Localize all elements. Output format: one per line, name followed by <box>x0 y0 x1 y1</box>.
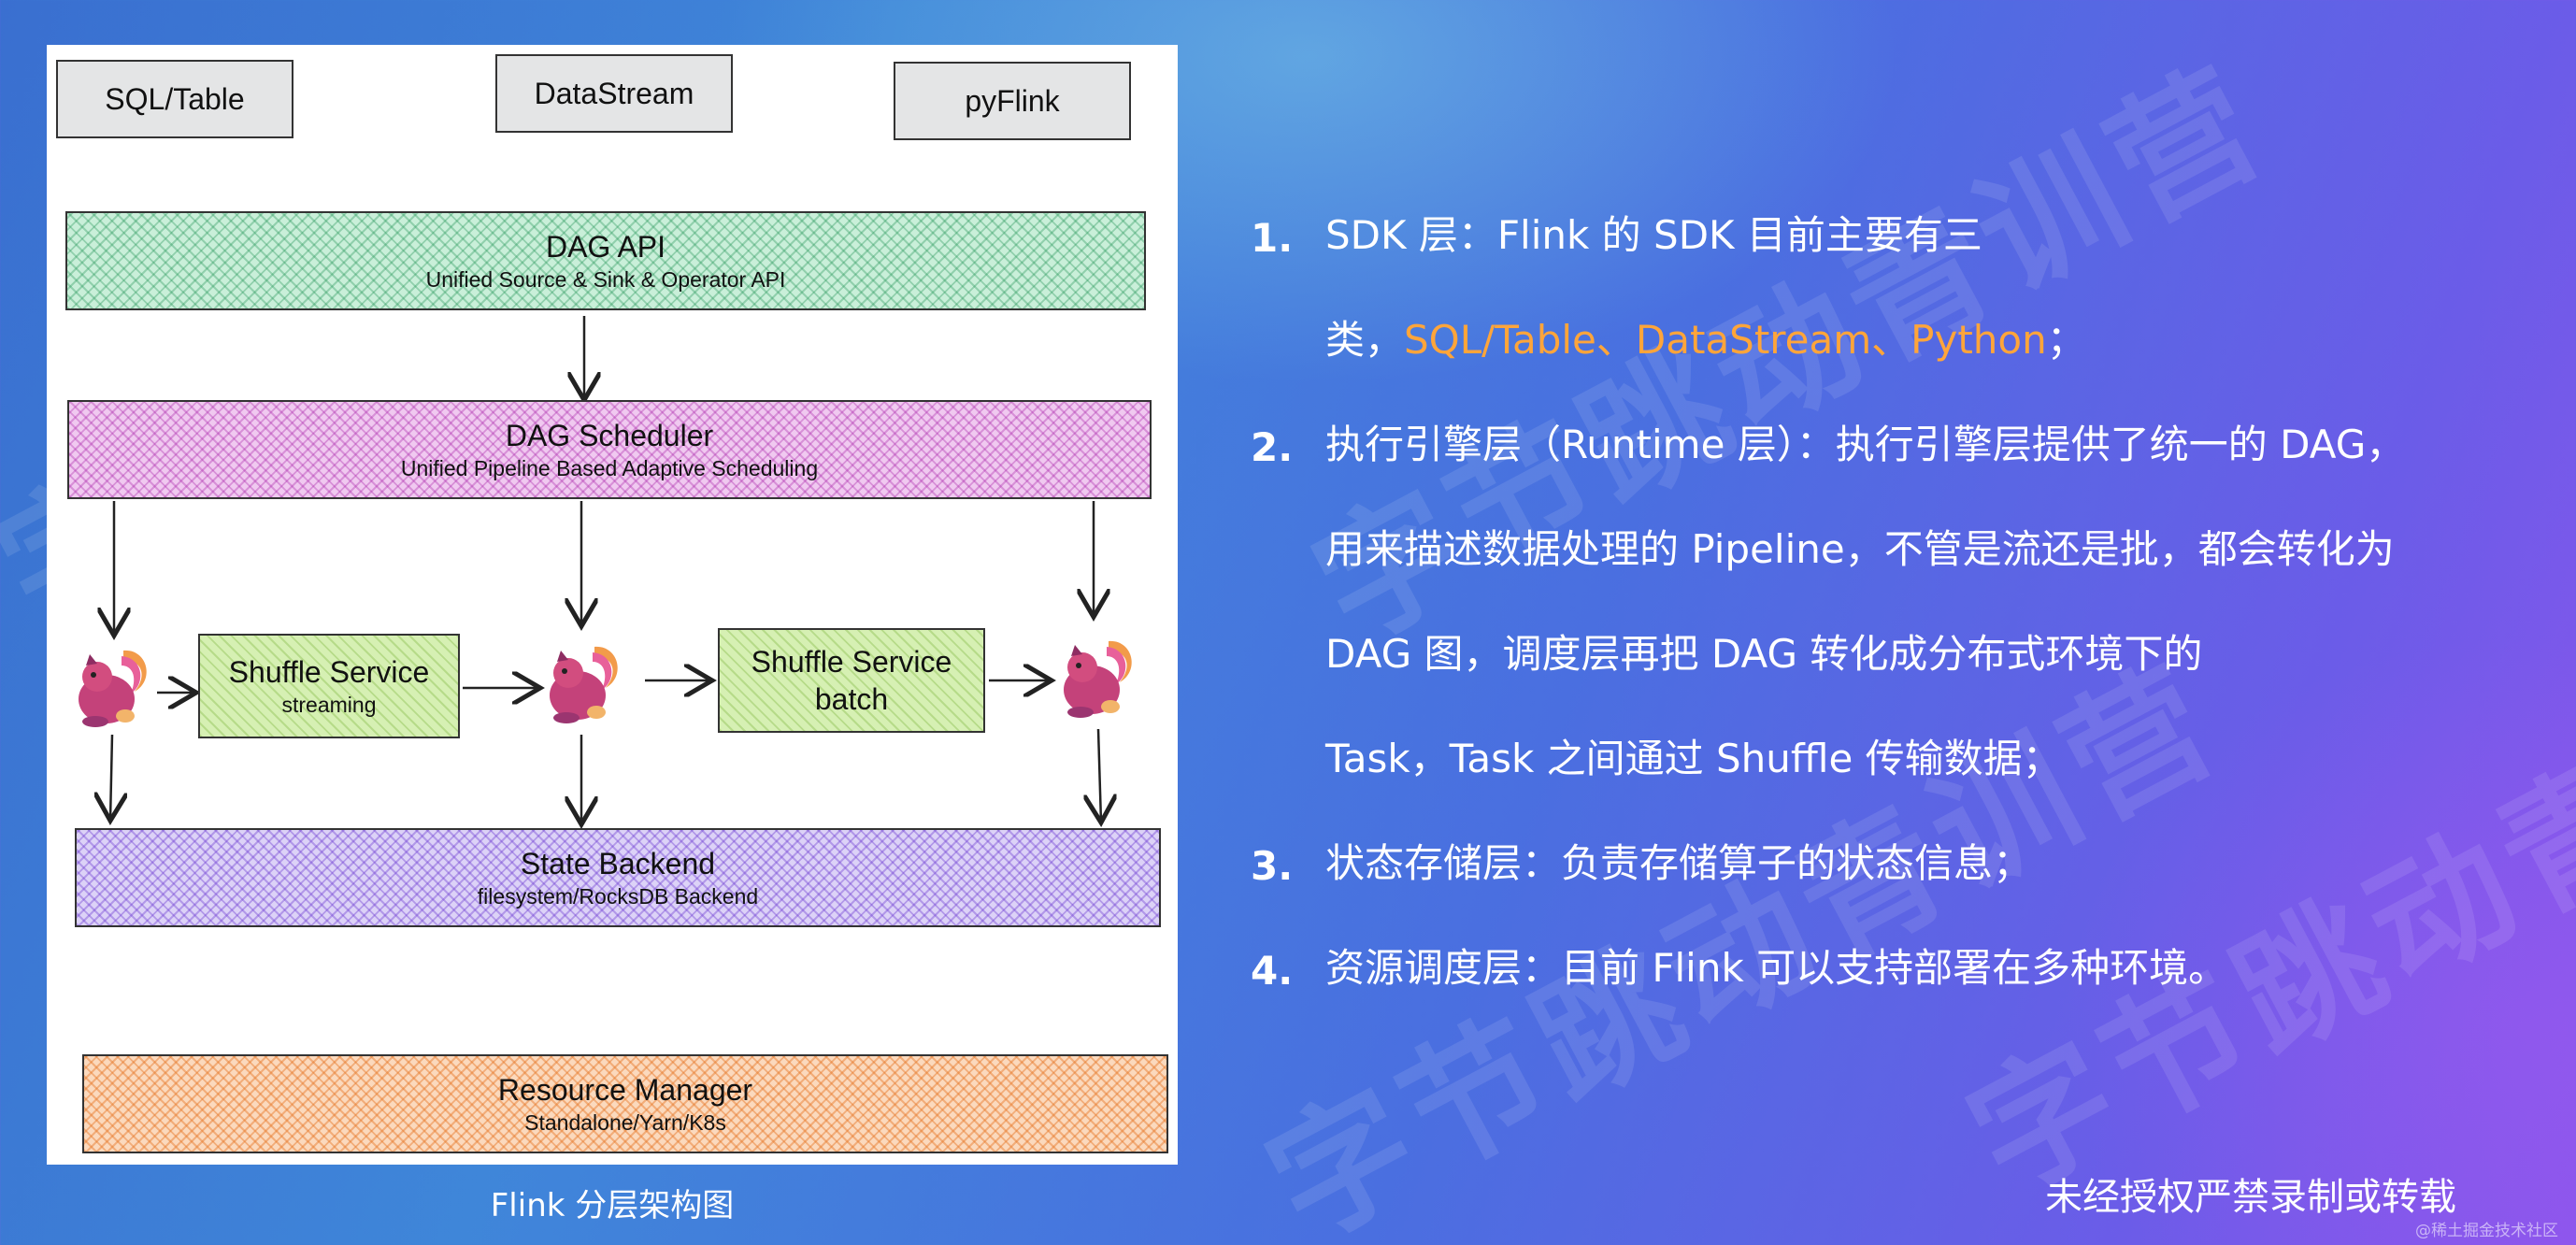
list-line: 执行引擎层（Runtime 层）：执行引擎层提供了统一的 DAG， <box>1325 422 2406 467</box>
list-item: 4. 资源调度层：目前 Flink 可以支持部署在多种环境。 <box>1243 916 2552 1021</box>
sdk-highlight: SQL/Table、DataStream、Python <box>1404 317 2047 363</box>
shuffle-service-batch: Shuffle Service batch <box>718 628 985 733</box>
layer-description-list: 1. SDK 层：Flink 的 SDK 目前主要有三 类，SQL/Table、… <box>1243 183 2552 1021</box>
list-line: Task，Task 之间通过 Shuffle 传输数据； <box>1325 736 2062 781</box>
shuffle-subtitle: batch <box>814 682 889 716</box>
architecture-diagram: SQL/Table DataStream pyFlink DAG API Uni… <box>47 45 1178 1165</box>
shuffle-subtitle: streaming <box>281 693 377 717</box>
layer-title: DAG Scheduler <box>505 419 714 452</box>
layer-subtitle: filesystem/RocksDB Backend <box>477 884 759 909</box>
shuffle-title: Shuffle Service <box>751 645 952 679</box>
list-line: 类，SQL/Table、DataStream、Python； <box>1243 288 2552 393</box>
sdk-box-sql-table: SQL/Table <box>56 60 293 138</box>
list-line-suffix: ； <box>2046 317 2086 363</box>
list-line: 状态存储层：负责存储算子的状态信息； <box>1325 840 2033 886</box>
dag-api-layer: DAG API Unified Source & Sink & Operator… <box>65 211 1146 310</box>
list-number: 3. <box>1251 843 1294 889</box>
sdk-box-datastream: DataStream <box>495 54 733 133</box>
list-line: 用来描述数据处理的 Pipeline，不管是流还是批，都会转化为 <box>1325 526 2395 572</box>
layer-subtitle: Unified Source & Sink & Operator API <box>425 267 786 292</box>
resource-manager-layer: Resource Manager Standalone/Yarn/K8s <box>82 1054 1168 1153</box>
dag-scheduler-layer: DAG Scheduler Unified Pipeline Based Ada… <box>67 400 1152 499</box>
list-item: 1. SDK 层：Flink 的 SDK 目前主要有三 类，SQL/Table、… <box>1243 183 2552 393</box>
flink-squirrel-icon <box>1064 640 1132 718</box>
flink-squirrel-icon <box>79 650 147 727</box>
flink-squirrel-icon <box>550 646 618 723</box>
list-line: SDK 层：Flink 的 SDK 目前主要有三 <box>1325 212 1982 258</box>
layer-title: DAG API <box>545 230 666 264</box>
sdk-box-label: DataStream <box>534 77 694 110</box>
layer-subtitle: Unified Pipeline Based Adaptive Scheduli… <box>400 456 819 480</box>
diagram-arrows <box>47 316 1178 1165</box>
layer-title: Resource Manager <box>497 1073 753 1107</box>
layer-subtitle: Standalone/Yarn/K8s <box>524 1110 726 1135</box>
list-item: 2. 执行引擎层（Runtime 层）：执行引擎层提供了统一的 DAG， 用来描… <box>1243 393 2552 811</box>
arrow-squirrel1-to-state <box>110 734 112 821</box>
sdk-box-pyflink: pyFlink <box>894 62 1131 140</box>
diagram-caption: Flink 分层架构图 <box>490 1187 735 1224</box>
list-line: DAG 图，调度层再把 DAG 转化成分布式环境下的 <box>1325 631 2203 677</box>
arrow-squirrel3-to-state <box>1098 728 1101 823</box>
list-line-prefix: 类， <box>1325 317 1405 363</box>
sdk-box-label: pyFlink <box>965 84 1060 118</box>
source-credit: @稀土掘金技术社区 <box>2415 1222 2558 1240</box>
copyright-notice: 未经授权严禁录制或转载 <box>2045 1176 2456 1219</box>
list-number: 1. <box>1251 215 1294 261</box>
list-number: 4. <box>1251 948 1294 994</box>
shuffle-service-streaming: Shuffle Service streaming <box>198 634 460 738</box>
shuffle-title: Shuffle Service <box>228 655 430 689</box>
layer-title: State Backend <box>520 847 716 880</box>
list-item: 3. 状态存储层：负责存储算子的状态信息； <box>1243 811 2552 916</box>
list-number: 2. <box>1251 424 1294 470</box>
sdk-box-label: SQL/Table <box>105 82 245 116</box>
list-line: 资源调度层：目前 Flink 可以支持部署在多种环境。 <box>1325 945 2228 991</box>
state-backend-layer: State Backend filesystem/RocksDB Backend <box>75 828 1161 927</box>
